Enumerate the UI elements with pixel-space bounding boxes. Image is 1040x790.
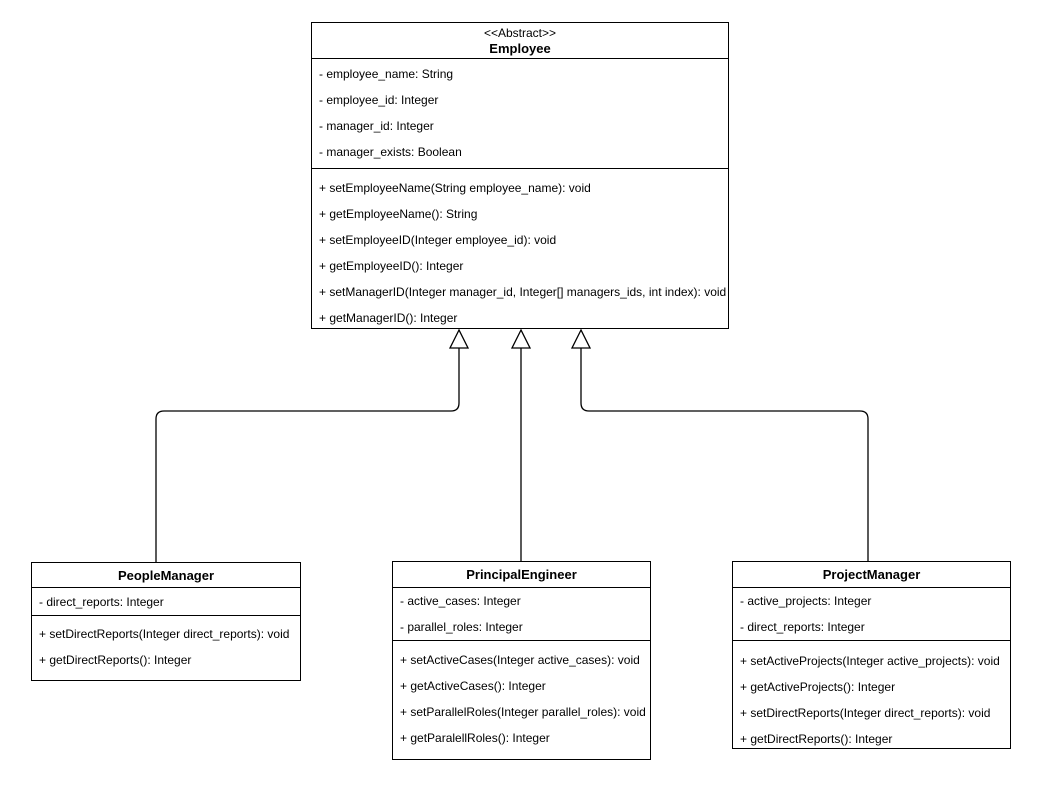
class-name: PeopleManager [117, 567, 215, 583]
class-employee: <<Abstract>> Employee - employee_name: S… [311, 22, 729, 329]
attribute-row: - employee_name: String [319, 67, 454, 81]
attributes-compartment: - direct_reports: Integer [32, 587, 300, 615]
method-row: + getEmployeeName(): String [319, 207, 478, 221]
generalization-connector-projectmanager [580, 348, 869, 561]
method-row: + setDirectReports(Integer direct_report… [39, 627, 290, 641]
attribute-row: - manager_exists: Boolean [319, 145, 462, 159]
method-row: + getEmployeeID(): Integer [319, 259, 464, 273]
class-header: PrincipalEngineer [393, 562, 650, 587]
attribute-row: - active_projects: Integer [740, 594, 872, 608]
method-row: + setActiveProjects(Integer active_proje… [740, 654, 1000, 668]
method-row: + getDirectReports(): Integer [740, 732, 893, 746]
method-row: + setManagerID(Integer manager_id, Integ… [319, 285, 727, 299]
class-name: Employee [489, 40, 551, 56]
method-row: + getParalellRoles(): Integer [400, 731, 550, 745]
class-principalengineer: PrincipalEngineer - active_cases: Intege… [392, 561, 651, 760]
class-name: PrincipalEngineer [466, 567, 577, 582]
method-row: + setDirectReports(Integer direct_report… [740, 706, 991, 720]
class-projectmanager: ProjectManager - active_projects: Intege… [732, 561, 1011, 749]
inheritance-arrowhead-icon [448, 328, 470, 349]
method-row: + getManagerID(): Integer [319, 311, 458, 325]
methods-compartment: + setActiveCases(Integer active_cases): … [393, 640, 650, 759]
class-header: ProjectManager [733, 562, 1010, 587]
attribute-row: - active_cases: Integer [400, 594, 521, 608]
class-stereotype: <<Abstract>> [483, 25, 557, 40]
attributes-compartment: - active_cases: Integer - parallel_roles… [393, 587, 650, 640]
generalization-connector-peoplemanager [155, 348, 460, 562]
method-row: + setActiveCases(Integer active_cases): … [400, 653, 640, 667]
method-row: + getActiveCases(): Integer [400, 679, 546, 693]
method-row: + setEmployeeName(String employee_name):… [319, 181, 591, 195]
class-peoplemanager: PeopleManager - direct_reports: Integer … [31, 562, 301, 681]
attributes-compartment: - active_projects: Integer - direct_repo… [733, 587, 1010, 640]
class-name: ProjectManager [822, 567, 921, 582]
inheritance-arrowhead-icon [570, 328, 592, 349]
method-row: + getActiveProjects(): Integer [740, 680, 896, 694]
methods-compartment: + setDirectReports(Integer direct_report… [32, 615, 300, 680]
inheritance-arrowhead-icon [510, 328, 532, 349]
attributes-compartment: - employee_name: String - employee_id: I… [312, 58, 728, 168]
attribute-row: - direct_reports: Integer [39, 595, 164, 609]
attribute-row: - direct_reports: Integer [740, 620, 865, 634]
method-row: + getDirectReports(): Integer [39, 653, 192, 667]
methods-compartment: + setEmployeeName(String employee_name):… [312, 168, 728, 328]
class-header: <<Abstract>> Employee [312, 23, 728, 58]
attribute-row: - parallel_roles: Integer [400, 620, 523, 634]
method-row: + setEmployeeID(Integer employee_id): vo… [319, 233, 557, 247]
attribute-row: - manager_id: Integer [319, 119, 434, 133]
method-row: + setParallelRoles(Integer parallel_role… [400, 705, 646, 719]
class-header: PeopleManager [32, 563, 300, 587]
attribute-row: - employee_id: Integer [319, 93, 439, 107]
methods-compartment: + setActiveProjects(Integer active_proje… [733, 640, 1010, 748]
